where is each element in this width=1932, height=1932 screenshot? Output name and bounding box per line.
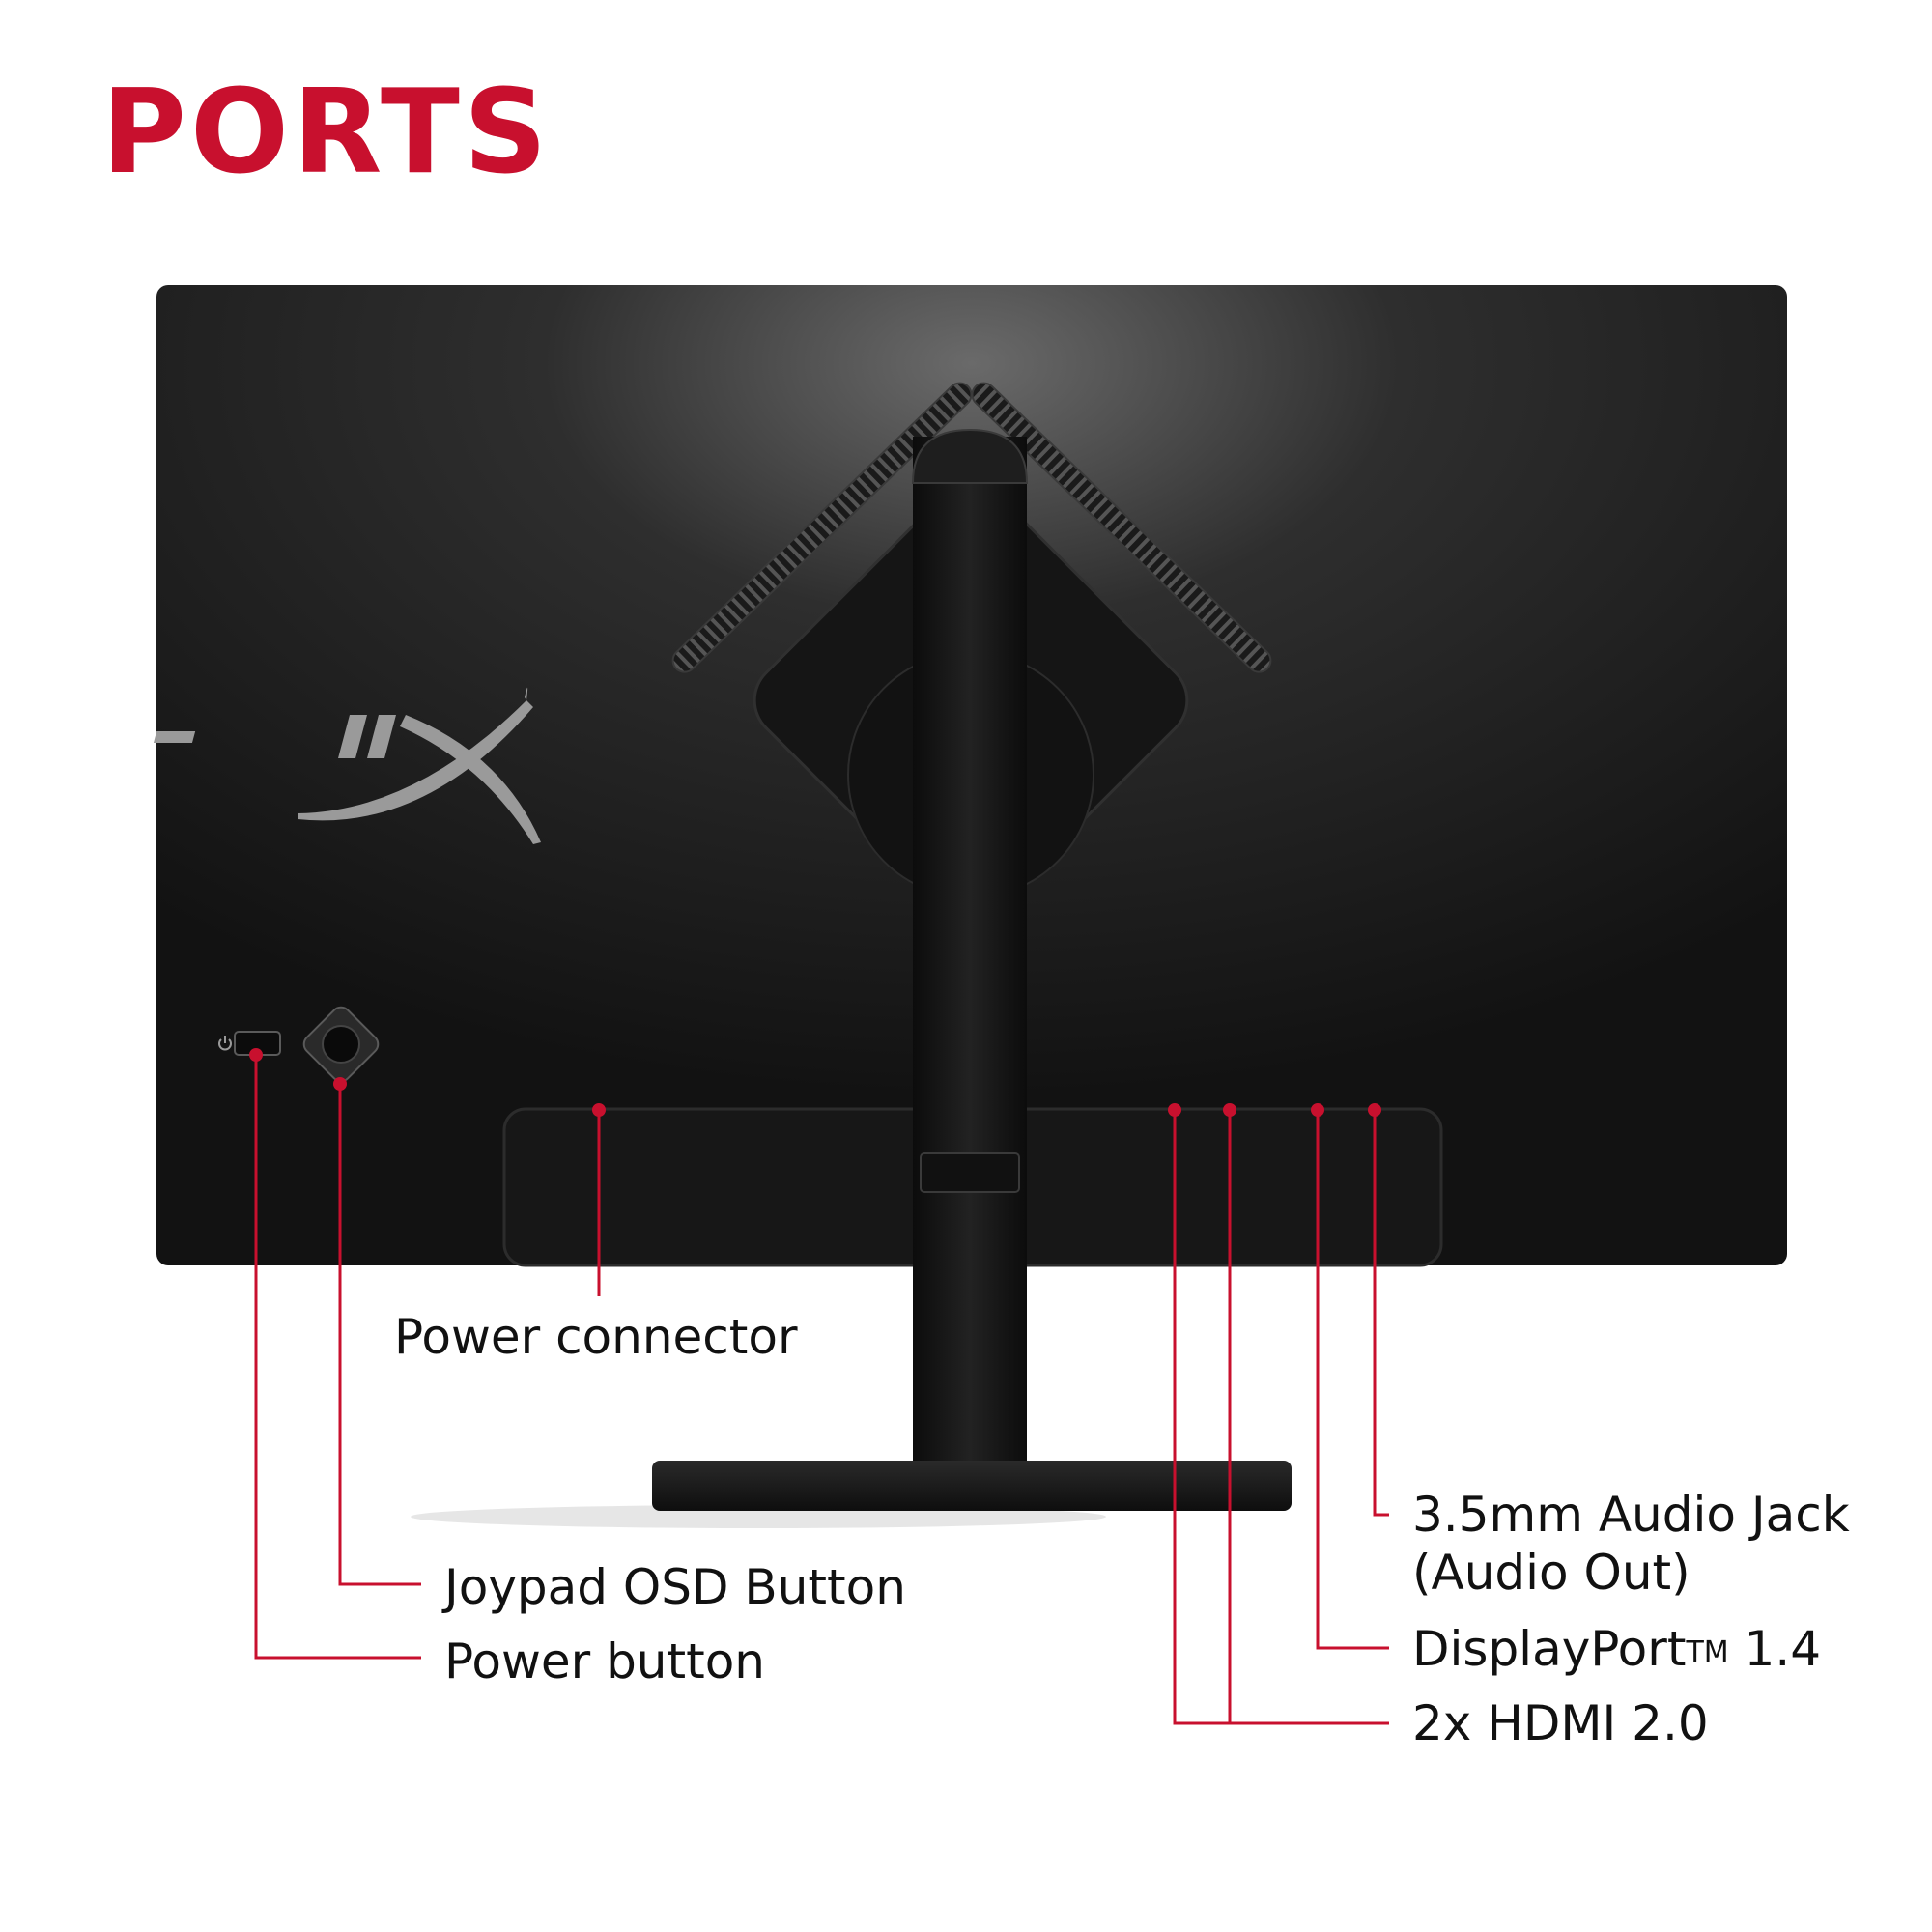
label-hdmi: 2x HDMI 2.0 bbox=[1412, 1695, 1709, 1751]
label-audio-out: (Audio Out) bbox=[1412, 1545, 1690, 1601]
callout-dot-power-button bbox=[249, 1048, 263, 1062]
callout-line-displayport bbox=[1316, 1110, 1389, 1650]
callout-line-joypad bbox=[338, 1084, 421, 1586]
callout-line-power-button bbox=[254, 1055, 421, 1660]
vent-grill-right bbox=[971, 382, 1272, 673]
joypad-icon bbox=[302, 1006, 380, 1083]
callout-dot-displayport bbox=[1311, 1103, 1324, 1117]
vent-grill-left bbox=[671, 382, 973, 673]
callout-dot-hdmi-2 bbox=[1223, 1103, 1236, 1117]
label-power-connector: Power connector bbox=[394, 1309, 798, 1365]
label-power-button: Power button bbox=[444, 1634, 765, 1690]
callout-dots bbox=[249, 1048, 1381, 1117]
stand-neck bbox=[913, 437, 1027, 1472]
callout-line-hdmi bbox=[1173, 1110, 1389, 1725]
displayport-name: DisplayPort bbox=[1412, 1621, 1687, 1677]
callout-line-audio bbox=[1373, 1110, 1389, 1517]
page-title: PORTS bbox=[101, 66, 552, 200]
callout-dot-joypad bbox=[333, 1077, 347, 1091]
stand-top bbox=[911, 428, 1029, 484]
label-displayport: DisplayPortTM 1.4 bbox=[1412, 1620, 1821, 1678]
callout-dot-hdmi-1 bbox=[1168, 1103, 1181, 1117]
callout-lines bbox=[254, 1055, 1389, 1725]
hx-logo-icon bbox=[153, 687, 541, 844]
callout-dot-power-connector bbox=[592, 1103, 606, 1117]
label-joypad-osd-button: Joypad OSD Button bbox=[444, 1559, 906, 1615]
label-audio-jack: 3.5mm Audio Jack bbox=[1412, 1487, 1850, 1543]
displayport-version: 1.4 bbox=[1728, 1621, 1822, 1677]
stand-base bbox=[652, 1461, 1292, 1511]
displayport-trademark: TM bbox=[1686, 1635, 1729, 1669]
cable-clip bbox=[920, 1152, 1020, 1193]
power-symbol-icon bbox=[218, 1036, 232, 1051]
callout-dot-audio bbox=[1368, 1103, 1381, 1117]
